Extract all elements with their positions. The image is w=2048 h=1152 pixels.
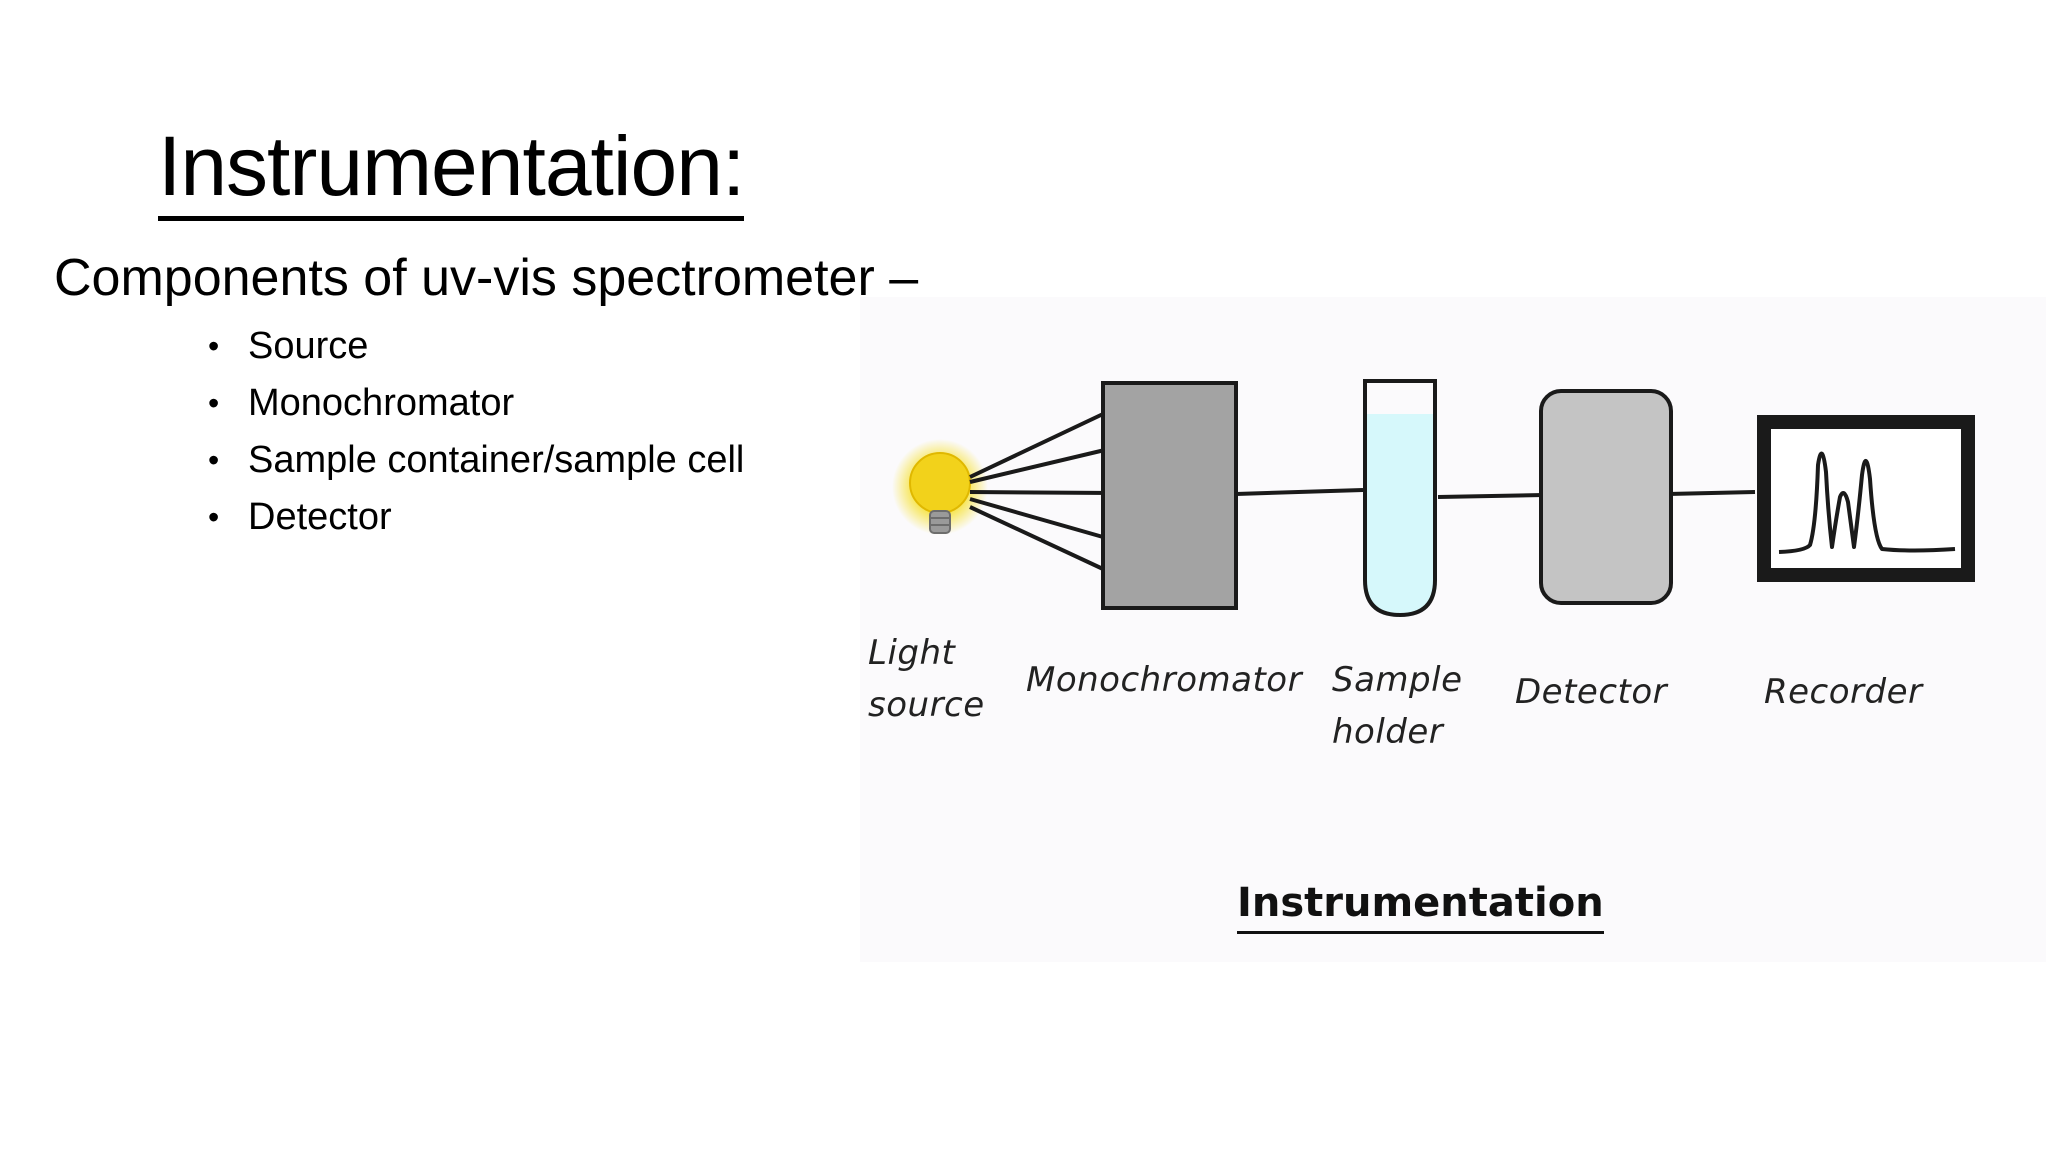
light-bulb-icon [892, 439, 988, 535]
bullet-icon: • [208, 442, 220, 478]
list-item: •Sample container/sample cell [208, 432, 744, 489]
bullet-icon: • [208, 385, 220, 421]
sample-holder-cuvette [1363, 379, 1437, 618]
label-light-source: Light source [868, 633, 985, 725]
label-sample-holder: Sample holder [1332, 660, 1463, 752]
detector-box [1539, 389, 1673, 605]
diagram-drawing [892, 379, 1975, 618]
instrumentation-diagram: Light source Monochromator Sample holder… [860, 297, 2046, 962]
monochromator-box [1101, 381, 1238, 610]
bullet-icon: • [208, 499, 220, 535]
beam-path [1235, 488, 1756, 499]
list-item: •Detector [208, 489, 744, 546]
slide-title: Instrumentation: [158, 118, 745, 221]
label-recorder: Recorder [1764, 672, 1923, 712]
component-list: •Source •Monochromator •Sample container… [208, 318, 744, 546]
recorder-trace-icon [1757, 415, 1975, 582]
list-item: •Source [208, 318, 744, 375]
slide-subtitle: Components of uv-vis spectrometer – [54, 249, 919, 307]
light-rays [969, 412, 1115, 571]
diagram-caption: Instrumentation [1237, 877, 1604, 934]
label-monochromator: Monochromator [1026, 660, 1303, 700]
list-item: •Monochromator [208, 375, 744, 432]
label-detector: Detector [1515, 672, 1668, 712]
bullet-icon: • [208, 328, 220, 364]
